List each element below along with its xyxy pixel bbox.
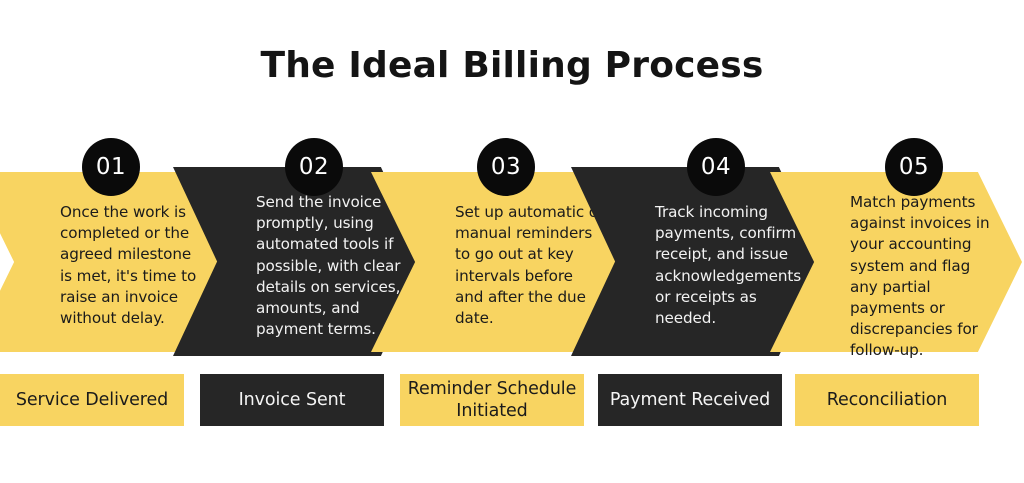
stage-label-1[interactable]: Service Delivered (0, 374, 184, 426)
process-step-2-badge: 02 (285, 138, 343, 196)
process-step-3-badge: 03 (477, 138, 535, 196)
stage-label-3[interactable]: Reminder Schedule Initiated (400, 374, 584, 426)
process-step-1-chevron[interactable] (0, 172, 222, 352)
process-step-1-badge: 01 (82, 138, 140, 196)
process-step-4-body: Track incoming payments, confirm receipt… (655, 203, 802, 328)
process-step-1-body: Once the work is completed or the agreed… (60, 203, 197, 328)
page-title: The Ideal Billing Process (260, 45, 764, 86)
stage-label-5[interactable]: Reconciliation (795, 374, 979, 426)
stage-label-2[interactable]: Invoice Sent (200, 374, 384, 426)
process-step-5-body: Match payments against invoices in your … (850, 193, 990, 360)
process-step-5-badge: 05 (885, 138, 943, 196)
stage-label-4[interactable]: Payment Received (598, 374, 782, 426)
process-step-3-body: Set up automatic or manual reminders to … (455, 203, 605, 328)
process-step-4-badge: 04 (687, 138, 745, 196)
process-step-2-body: Send the invoice promptly, using automat… (256, 193, 401, 339)
